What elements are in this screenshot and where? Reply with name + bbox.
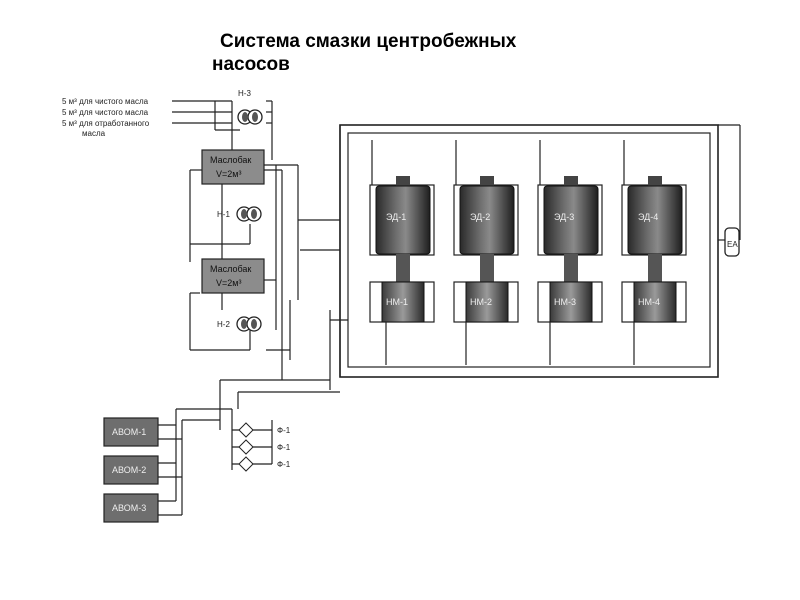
pump-n1-icon: Н-1 [217, 206, 262, 222]
pump-n1-label: Н-1 [217, 210, 230, 219]
oil-tank-1-volume: V=2м³ [216, 169, 241, 179]
cooler-1: АВОМ-1 [103, 417, 182, 447]
source-3-label: 5 м³ для отработанного [62, 119, 150, 128]
pump-n3-icon: Н-3 [237, 89, 263, 125]
pump-n2-icon: Н-2 [217, 316, 262, 332]
tank-piping [176, 130, 340, 470]
emergency-tank: ЕА [724, 227, 740, 257]
motor-1-label: ЭД-1 [386, 212, 406, 222]
filter-3-label: Ф-1 [277, 460, 291, 469]
diagram-title: Система смазки центробежных насосов [212, 30, 572, 76]
cooler-2-label: АВОМ-2 [112, 465, 146, 475]
unit-1: ЭД-1 НМ-1 [369, 140, 435, 365]
motor-3-label: ЭД-3 [554, 212, 574, 222]
filter-1-label: Ф-1 [277, 426, 291, 435]
pump-n2-label: Н-2 [217, 320, 230, 329]
unit-2: ЭД-2 НМ-2 [453, 140, 519, 365]
supply-lines [172, 100, 273, 160]
main-pump-4-label: НМ-4 [638, 297, 660, 307]
cooler-3-label: АВОМ-3 [112, 503, 146, 513]
cooler-2: АВОМ-2 [103, 455, 182, 485]
oil-tank-2-volume: V=2м³ [216, 278, 241, 288]
source-1-label: 5 м³ для чистого масла [62, 97, 149, 106]
cooler-1-label: АВОМ-1 [112, 427, 146, 437]
main-header-piping [298, 124, 741, 378]
filters: Ф-1 Ф-1 Ф-1 [232, 420, 291, 472]
oil-tank-2: Маслобак V=2м³ [201, 258, 265, 294]
title-line-2: насосов [212, 54, 290, 75]
oil-tank-1: Маслобак V=2м³ [201, 149, 265, 185]
motor-2-label: ЭД-2 [470, 212, 490, 222]
unit-4: ЭД-4 НМ-4 [621, 140, 687, 365]
main-pump-1-label: НМ-1 [386, 297, 408, 307]
emergency-tank-label: ЕА [727, 240, 738, 249]
filter-2-label: Ф-1 [277, 443, 291, 452]
source-3-label-cont: масла [82, 129, 106, 138]
pump-n3-label: Н-3 [238, 89, 251, 98]
cooler-piping [175, 409, 220, 515]
main-pump-2-label: НМ-2 [470, 297, 492, 307]
oil-tank-2-name: Маслобак [210, 264, 251, 274]
main-pump-3-label: НМ-3 [554, 297, 576, 307]
cooler-3: АВОМ-3 [103, 493, 182, 523]
title-line-1: Система смазки центробежных [220, 31, 517, 52]
oil-tank-1-name: Маслобак [210, 155, 251, 165]
source-2-label: 5 м³ для чистого масла [62, 108, 149, 117]
motor-4-label: ЭД-4 [638, 212, 658, 222]
unit-3: ЭД-3 НМ-3 [537, 140, 603, 365]
